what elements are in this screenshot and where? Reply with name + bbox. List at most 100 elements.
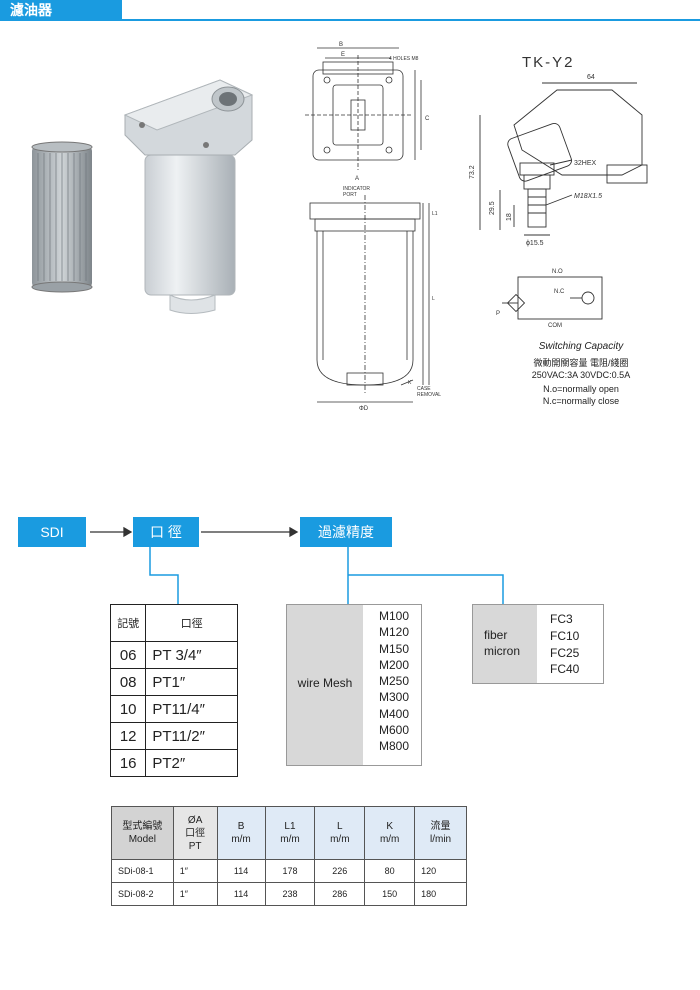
holes-label: 4 HOLES M8	[389, 56, 419, 62]
product-photo	[31, 79, 254, 314]
size-cell: PT11/2″	[145, 722, 238, 750]
case-removal-label: CASE	[417, 386, 431, 392]
fiber-item: FC25	[550, 645, 580, 660]
spec-cell: 1″	[172, 882, 218, 906]
mesh-item: M250	[378, 674, 410, 689]
spec-cell: 114	[216, 882, 266, 906]
code-cell: 06	[109, 641, 147, 669]
dim-64-label: 64	[587, 74, 595, 81]
code-cell: 08	[109, 668, 147, 696]
spec-row: SDi-08-2 1″ 114 238 286 150 180	[111, 882, 467, 906]
dim-18-label: 18	[506, 213, 513, 221]
code-cell: 16	[109, 749, 147, 777]
dim-295-label: 29.5	[489, 201, 496, 215]
capacity-values: 250VAC:3A 30VDC:0.5A	[531, 370, 631, 380]
dim-k-label: K	[408, 380, 412, 386]
spec-header-l1: L1 m/m	[264, 806, 316, 860]
code-cell: 12	[109, 722, 147, 750]
fiber-item: FC40	[550, 662, 580, 677]
fiber-label-2: micron	[484, 644, 521, 658]
spec-cell: 80	[364, 859, 416, 883]
fiber-label: fiber micron	[484, 627, 520, 659]
page-title: 濾油器	[0, 0, 122, 20]
dim-dia-label: ϕ15.5	[526, 240, 544, 247]
hex-label: 32HEX	[574, 160, 597, 167]
size-cell: PT11/4″	[145, 695, 238, 723]
spec-header-text: m/m	[330, 834, 350, 845]
mesh-item: M100	[378, 609, 410, 623]
note-normally-close: N.c=normally close	[542, 396, 620, 406]
filter-housing-image	[123, 79, 254, 314]
mesh-box	[286, 604, 422, 766]
flow-box-precision: 過濾精度	[300, 517, 392, 547]
fiber-label-panel	[473, 605, 537, 683]
spec-header-text: m/m	[280, 834, 300, 845]
spec-header-text: m/m	[379, 834, 400, 845]
flow-box-sdi: SDI	[18, 517, 86, 547]
circuit-p-label: P	[496, 311, 500, 317]
spec-cell: 226	[314, 859, 366, 883]
thread-label: M18X1.5	[574, 193, 602, 200]
spec-header-l: L m/m	[314, 806, 366, 860]
dim-c-label: C	[425, 116, 430, 122]
capacity-cn: 微動開關容量 電阻/綫圈	[533, 358, 629, 368]
mesh-item: M400	[378, 706, 410, 721]
spec-header-text: l/min	[429, 834, 452, 845]
case-removal-label-2: REMOVAL	[417, 392, 441, 398]
mesh-label: wire Mesh	[297, 676, 353, 690]
spec-cell: 1″	[172, 859, 218, 883]
spec-header-text: B	[237, 821, 245, 832]
spec-cell: 286	[314, 882, 366, 906]
spec-header-text: m/m	[231, 834, 251, 845]
fiber-item: FC10	[550, 628, 580, 643]
flow-box-port: 口 徑	[133, 517, 199, 547]
switch-drawing: TK-Y2 64 32HEX M18X1.5 73.2 29.5 18 ϕ15.…	[469, 54, 648, 329]
mesh-item: M200	[378, 657, 410, 672]
fiber-item: FC3	[550, 612, 573, 626]
dim-732-label: 73.2	[469, 165, 476, 179]
note-normally-open: N.o=normally open	[543, 384, 619, 394]
circuit-no-label: N.O	[552, 269, 563, 275]
fiber-box	[472, 604, 604, 684]
spec-cell: 150	[364, 882, 416, 906]
spec-header-text: ØA	[187, 814, 203, 826]
spec-cell: SDi-08-1	[111, 859, 174, 883]
header-rule	[0, 19, 700, 21]
size-cell: PT1″	[145, 668, 238, 696]
mesh-label-panel	[287, 605, 363, 765]
spec-cell: 178	[264, 859, 316, 883]
spec-header-port: ØA 口徑 PT	[172, 806, 218, 860]
flow-connectors	[90, 526, 504, 604]
circuit-diagram	[502, 276, 603, 320]
filter-element-image	[31, 141, 93, 293]
spec-header-text: L	[337, 821, 343, 832]
mesh-item: M800	[378, 739, 410, 754]
spec-header-text: 型式編號	[122, 821, 163, 832]
fiber-label-1: fiber	[484, 628, 508, 642]
spec-header-text: 流量	[430, 821, 451, 832]
indicator-port-label-2: PORT	[343, 192, 357, 198]
dim-od-label: ΦD	[359, 406, 369, 410]
mesh-item: M300	[378, 690, 410, 705]
circuit-nc-label: N.C	[554, 289, 565, 295]
spec-header-text: PT	[188, 840, 202, 852]
spec-header-model: 型式編號 Model	[111, 806, 174, 860]
spec-cell: 180	[414, 882, 467, 906]
mesh-list: M100 M120 M150 M200 M250 M300 M400 M600 …	[368, 608, 420, 755]
dim-b-label: B	[339, 42, 343, 48]
spec-header-k: K m/m	[364, 806, 416, 860]
spec-header-text: 口徑	[185, 827, 206, 839]
spec-header-text: K	[386, 821, 394, 832]
dim-l1-label: L1	[432, 211, 438, 217]
mesh-item: M120	[378, 625, 410, 640]
mesh-item: M150	[378, 641, 410, 656]
spec-header-text: L1	[284, 821, 296, 832]
mesh-item: M600	[378, 723, 410, 738]
dimension-drawing: B E 4 HOLES M8 A C INDICATOR PORT CASE R…	[305, 42, 441, 410]
spec-cell: SDi-08-2	[111, 882, 174, 906]
circuit-com-label: COM	[548, 323, 562, 329]
spec-cell: 120	[414, 859, 467, 883]
switch-title: TK-Y2	[522, 54, 575, 71]
fiber-list: FC3 FC10 FC25 FC40	[550, 611, 579, 678]
